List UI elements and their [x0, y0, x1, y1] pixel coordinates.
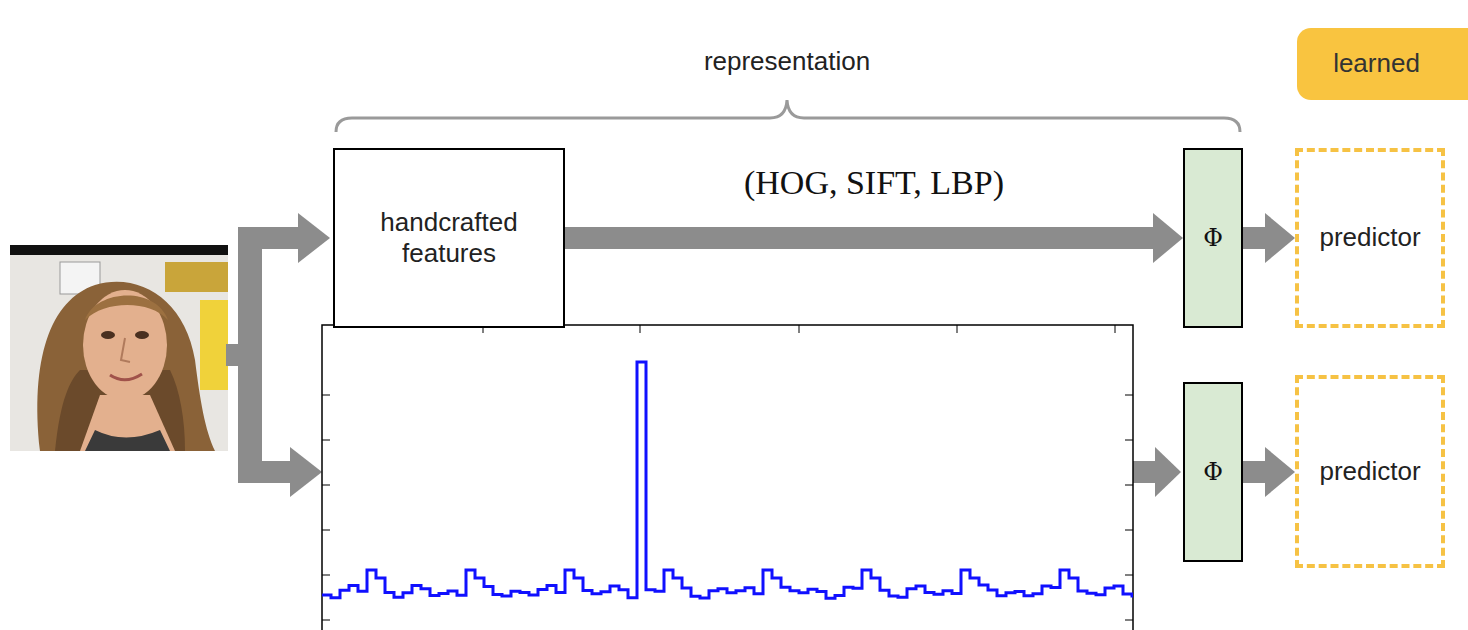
- signal-plot: [322, 325, 1133, 630]
- box-label: Φ: [1203, 458, 1223, 487]
- axis-tick: [322, 530, 330, 531]
- axis-tick: [1125, 530, 1133, 531]
- flow-arrow: [1243, 461, 1275, 483]
- flow-arrow: [565, 227, 1163, 249]
- box-label: Φ: [1203, 224, 1223, 253]
- face-photo: [10, 245, 228, 451]
- axis-tick: [322, 395, 330, 396]
- axis-tick: [322, 620, 330, 621]
- axis-tick: [640, 325, 641, 333]
- phi-box: Φ: [1183, 148, 1243, 328]
- brace: [336, 100, 1240, 132]
- box-label: handcrafted features: [345, 207, 553, 269]
- axis-tick: [799, 325, 800, 333]
- step-line: [322, 362, 1132, 598]
- box-label: predictor: [1319, 456, 1420, 487]
- predictor-box: predictor: [1295, 375, 1445, 568]
- flow-arrow: [1243, 227, 1275, 249]
- axis-tick: [957, 325, 958, 333]
- learned-tag: learned: [1297, 28, 1468, 100]
- axis-tick: [1125, 575, 1133, 576]
- axis-tick: [1125, 485, 1133, 486]
- section-heading: representation: [700, 46, 874, 77]
- phi-box: Φ: [1183, 382, 1243, 562]
- edge-label: (HOG, SIFT, LBP): [740, 164, 1008, 202]
- axis-tick: [322, 485, 330, 486]
- box-label: predictor: [1319, 222, 1420, 253]
- axis-tick: [1125, 440, 1133, 441]
- axis-tick: [322, 440, 330, 441]
- box-label: learned: [1333, 48, 1420, 79]
- axis-tick: [1125, 620, 1133, 621]
- axis-tick: [1115, 325, 1116, 333]
- predictor-box: predictor: [1295, 148, 1445, 328]
- axis-tick: [322, 575, 330, 576]
- axis-tick: [1125, 395, 1133, 396]
- feature-box: handcrafted features: [333, 148, 565, 328]
